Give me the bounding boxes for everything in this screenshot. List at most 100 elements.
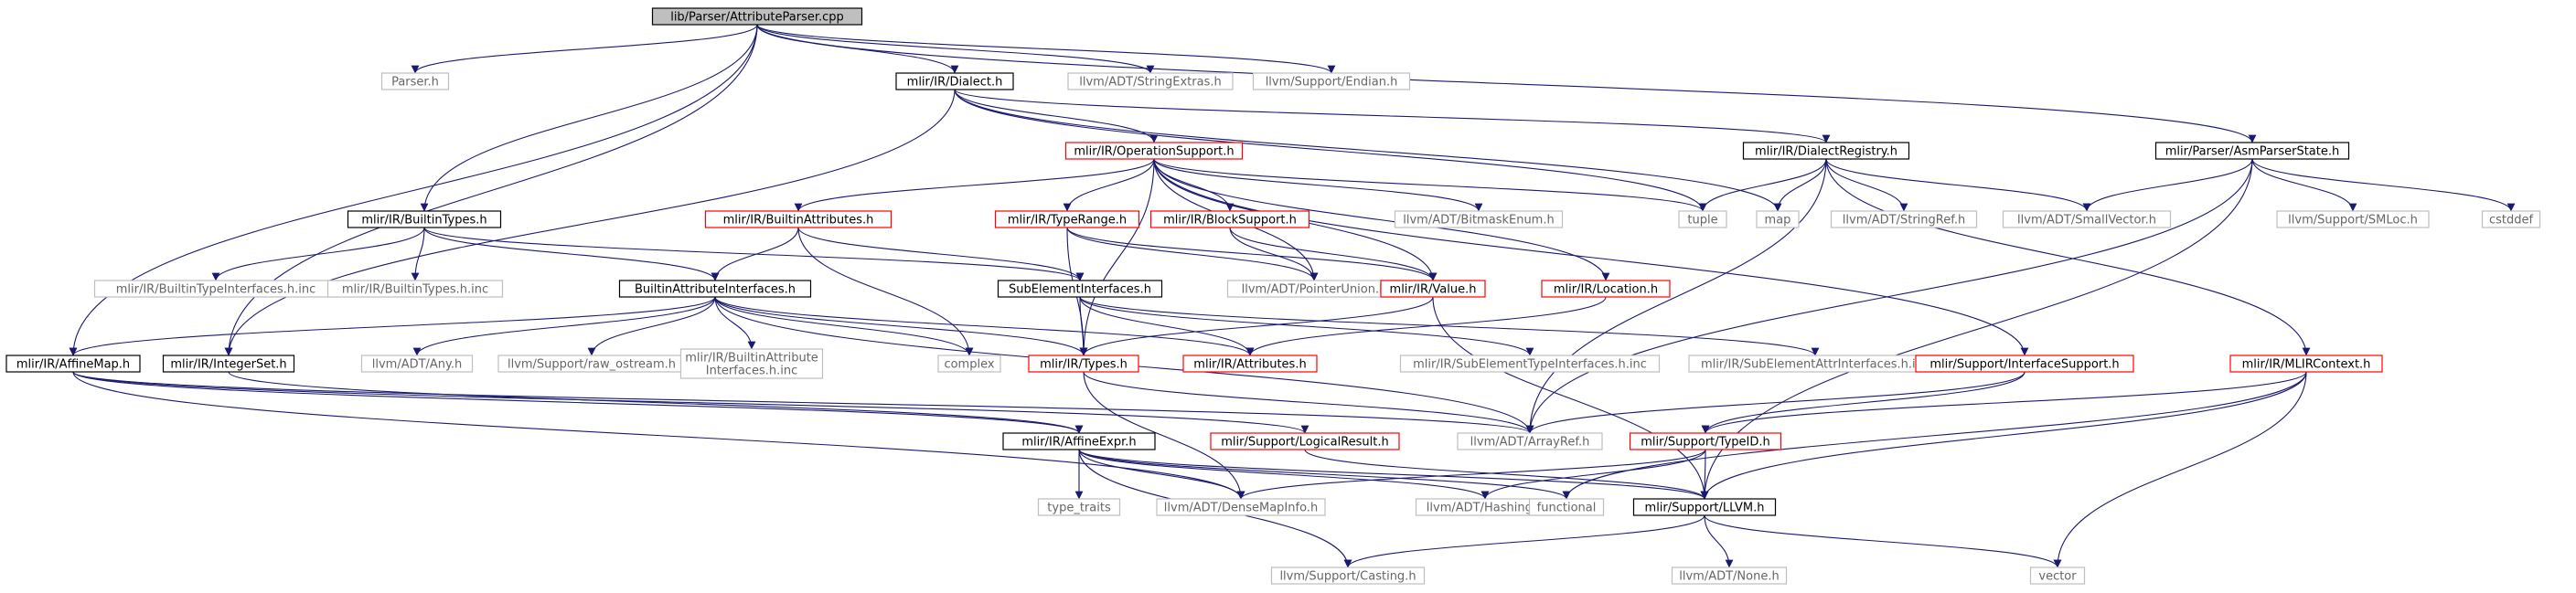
- edge-root-to-integerset_h: [224, 24, 758, 356]
- edge-root-to-asmparserstate_h: [756, 24, 2257, 143]
- node-bitmaskenum-h[interactable]: llvm/ADT/BitmaskEnum.h: [1394, 210, 1564, 228]
- edge-opsupport_h-to-interfacesupport_h: [1153, 158, 2029, 356]
- edge-root-to-endian_h: [756, 24, 1336, 74]
- node-attributes-h[interactable]: mlir/IR/Attributes.h: [1182, 355, 1318, 373]
- node-box: [895, 72, 1014, 90]
- node-stringextras-h[interactable]: llvm/ADT/StringExtras.h: [1067, 72, 1234, 90]
- node-interfacesupport-h[interactable]: mlir/Support/InterfaceSupport.h: [1915, 355, 2134, 373]
- node-label: vector: [2038, 570, 2077, 584]
- node-label: mlir/IR/Attributes.h: [1193, 358, 1306, 372]
- edge-subelementinterfaces_h-to-attributes_h: [1079, 296, 1255, 356]
- node-dialectregistry-h[interactable]: mlir/IR/DialectRegistry.h: [1742, 142, 1910, 160]
- node-affinemap-h[interactable]: mlir/IR/AffineMap.h: [5, 355, 141, 373]
- node-typerange-h[interactable]: mlir/IR/TypeRange.h: [994, 210, 1140, 228]
- node-any-h[interactable]: llvm/ADT/Any.h: [360, 355, 474, 373]
- node-label: map: [1765, 214, 1791, 228]
- edge-typerange_h-to-pointerunion_h: [1066, 227, 1319, 281]
- node-label: mlir/IR/BuiltinAttributes.h: [723, 214, 874, 228]
- node-casting-h[interactable]: llvm/Support/Casting.h: [1270, 567, 1426, 585]
- node-cstddef[interactable]: cstddef: [2481, 210, 2541, 228]
- node-stringref-h[interactable]: llvm/ADT/StringRef.h: [1830, 210, 1978, 228]
- node-subelementtypeinterfaces-inc[interactable]: mlir/IR/SubElementTypeInterfaces.h.inc: [1399, 355, 1661, 373]
- node-tuple[interactable]: tuple: [1678, 210, 1727, 228]
- node-builtintypes-h[interactable]: mlir/IR/BuiltinTypes.h: [347, 210, 502, 228]
- node-box: [2029, 567, 2086, 585]
- node-complex[interactable]: complex: [937, 355, 1001, 373]
- node-types-h[interactable]: mlir/IR/Types.h: [1028, 355, 1139, 373]
- edge-subelementinterfaces_h-to-subelementtypeinterfaces_inc: [1079, 296, 1534, 356]
- node-label: llvm/Support/Casting.h: [1279, 570, 1416, 584]
- node-label: llvm/ADT/Hashing.h: [1427, 502, 1544, 515]
- node-builtintypeinterfaces-inc[interactable]: mlir/IR/BuiltinTypeInterfaces.h.inc: [93, 280, 338, 298]
- node-dialect-h[interactable]: mlir/IR/Dialect.h: [895, 72, 1014, 90]
- node-typeid-h[interactable]: mlir/Support/TypeID.h: [1629, 432, 1782, 450]
- node-box: [994, 210, 1140, 228]
- node-blocksupport-h[interactable]: mlir/IR/BlockSupport.h: [1149, 210, 1310, 228]
- node-llvm-h[interactable]: mlir/Support/LLVM.h: [1632, 498, 1777, 516]
- edge-types_h-to-densemapinfo_h: [1083, 371, 1245, 500]
- node-pointerunion-h[interactable]: llvm/ADT/PointerUnion.h: [1226, 280, 1402, 298]
- node-box: [2154, 142, 2350, 160]
- node-label: Parser.h: [391, 76, 439, 90]
- edge-mlircontext_h-to-functional: [1562, 371, 2307, 500]
- node-box: [704, 210, 893, 228]
- edge-subelementinterfaces_h-to-types_h: [1079, 296, 1088, 356]
- node-label: SubElementInterfaces.h: [1009, 283, 1151, 297]
- node-label: llvm/ADT/None.h: [1679, 570, 1779, 584]
- node-logicalresult-h[interactable]: mlir/Support/LogicalResult.h: [1210, 432, 1400, 450]
- node-none-h[interactable]: llvm/ADT/None.h: [1671, 567, 1788, 585]
- node-builtinattrinterfaces-h[interactable]: BuiltinAttributeInterfaces.h: [618, 280, 812, 298]
- node-label: mlir/IR/DialectRegistry.h: [1755, 145, 1897, 159]
- edge-builtinattrs_h-to-subelementinterfaces_h: [797, 227, 1085, 281]
- node-builtintypes-inc[interactable]: mlir/IR/BuiltinTypes.h.inc: [326, 280, 504, 298]
- edge-builtinattrinterfaces_h-to-types_h: [714, 296, 1088, 356]
- node-vector[interactable]: vector: [2029, 567, 2086, 585]
- node-box: [1915, 355, 2134, 373]
- node-parser-h[interactable]: Parser.h: [380, 72, 450, 90]
- node-value-h[interactable]: mlir/IR/Value.h: [1380, 280, 1486, 298]
- node-label: llvm/Support/raw_ostream.h: [508, 358, 676, 372]
- edge-affinemap_h-to-logicalresult_h: [72, 371, 1309, 434]
- node-label-line: Interfaces.h.inc: [706, 365, 797, 378]
- node-location-h[interactable]: mlir/IR/Location.h: [1541, 280, 1671, 298]
- node-label: complex: [944, 358, 994, 372]
- node-box: [1742, 142, 1910, 160]
- node-subelementattrinterfaces-inc[interactable]: mlir/IR/SubElementAttrInterfaces.h.inc: [1688, 355, 1942, 373]
- node-asmparserstate-h[interactable]: mlir/Parser/AsmParserState.h: [2154, 142, 2350, 160]
- node-mlircontext-h[interactable]: mlir/IR/MLIRContext.h: [2229, 355, 2383, 373]
- edge-affineexpr_h-to-functional: [1078, 449, 1571, 500]
- node-functional[interactable]: functional: [1528, 498, 1605, 516]
- node-label: llvm/ADT/StringRef.h: [1843, 214, 1965, 228]
- node-raw-ostream-h[interactable]: llvm/Support/raw_ostream.h: [497, 355, 686, 373]
- node-box: [1380, 280, 1486, 298]
- edge-dialect_h-to-opsupport_h: [954, 89, 1159, 143]
- edge-layer: [69, 24, 2516, 568]
- node-arrayref-h[interactable]: llvm/ADT/ArrayRef.h: [1457, 432, 1603, 450]
- node-box: [1156, 498, 1326, 516]
- node-subelementinterfaces-h[interactable]: SubElementInterfaces.h: [997, 280, 1163, 298]
- node-box: [2481, 210, 2541, 228]
- edge-llvm_h-to-vector: [1704, 514, 2062, 568]
- node-builtinattrs-h[interactable]: mlir/IR/BuiltinAttributes.h: [704, 210, 893, 228]
- node-map[interactable]: map: [1756, 210, 1800, 228]
- node-smallvector-h[interactable]: llvm/ADT/SmallVector.h: [2002, 210, 2172, 228]
- edge-integerset_h-to-affineexpr_h: [228, 371, 1084, 434]
- node-opsupport-h[interactable]: mlir/IR/OperationSupport.h: [1064, 142, 1244, 160]
- node-label: mlir/IR/Location.h: [1554, 283, 1658, 297]
- node-smloc-h[interactable]: llvm/Support/SMLoc.h: [2276, 210, 2430, 228]
- node-integerset-h[interactable]: mlir/IR/IntegerSet.h: [162, 355, 295, 373]
- edge-dialect_h-to-tuple: [954, 89, 1707, 212]
- node-box: [1037, 498, 1121, 516]
- node-affineexpr-h[interactable]: mlir/IR/AffineExpr.h: [1002, 432, 1156, 450]
- edge-asmparserstate_h-to-smloc_h: [2251, 158, 2357, 212]
- edge-dialectregistry_h-to-map: [1773, 158, 1827, 212]
- node-endian-h[interactable]: llvm/Support/Endian.h: [1252, 72, 1411, 90]
- node-label: lib/Parser/AttributeParser.cpp: [670, 11, 844, 25]
- node-densemapinfo-h[interactable]: llvm/ADT/DenseMapInfo.h: [1156, 498, 1326, 516]
- node-type-traits[interactable]: type_traits: [1037, 498, 1121, 516]
- edge-builtintypes_h-to-builtintypes_inc: [411, 227, 425, 281]
- node-box: [1149, 210, 1310, 228]
- node-box: [326, 280, 504, 298]
- node-box: [1252, 72, 1411, 90]
